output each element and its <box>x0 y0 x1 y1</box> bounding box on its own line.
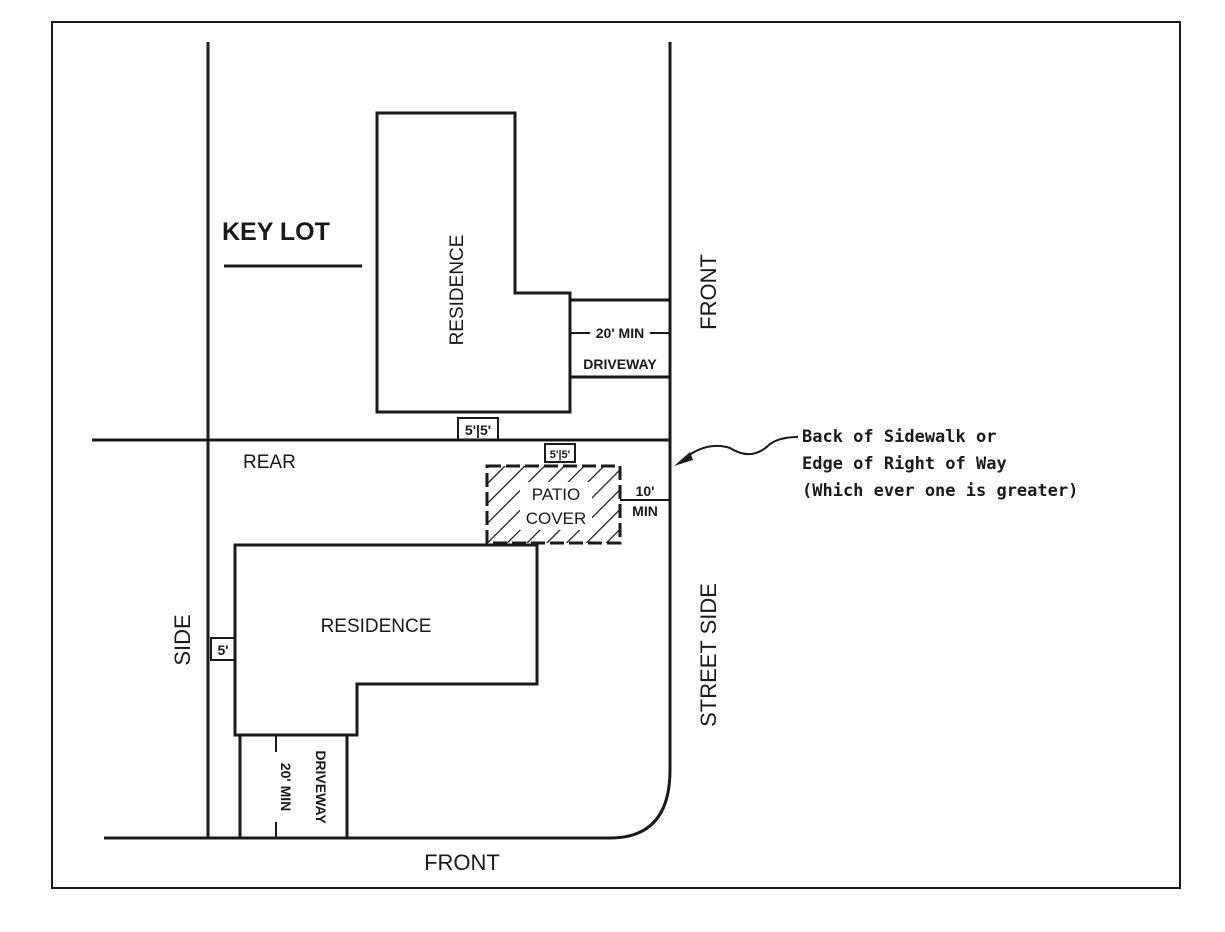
patio-setback-box <box>544 443 576 463</box>
key-lot-residence <box>375 111 572 414</box>
callout-line-1: Back of Sidewalk or <box>802 427 996 447</box>
rear-label: REAR <box>243 452 296 473</box>
street-side-label: STREET SIDE <box>696 583 721 727</box>
side-setback-box <box>210 637 236 661</box>
driveway-top-label: DRIVEWAY <box>583 356 657 372</box>
front-bottom-label: FRONT <box>424 850 500 875</box>
patio-setback-1: 10' <box>636 483 655 499</box>
patio-label-1: PATIO <box>532 485 581 504</box>
rear-setback-top: 5'|5' <box>465 422 491 438</box>
street-property-line <box>104 42 672 840</box>
side-label: SIDE <box>170 614 195 665</box>
corner-lot-residence <box>233 543 539 737</box>
patio-label-bg <box>520 482 592 530</box>
frame-border <box>51 21 1181 889</box>
residence-top-label: RESIDENCE <box>447 235 468 346</box>
callout-line-2: Edge of Right of Way <box>802 454 1007 474</box>
rear-setback-box <box>457 417 499 441</box>
callout-line-3: (Which ever one is greater) <box>802 481 1078 501</box>
rear-setback-patio: 5'|5' <box>550 449 571 461</box>
patio-label-2: COVER <box>526 509 586 528</box>
callout-leader <box>679 436 799 463</box>
arrowhead-icon <box>674 452 693 466</box>
driveway-bottom-label: DRIVEWAY <box>313 750 329 824</box>
front-right-label: FRONT <box>696 254 721 330</box>
patio-setback-2: MIN <box>632 503 658 519</box>
key-lot-title: KEY LOT <box>222 218 330 246</box>
residence-bottom-label: RESIDENCE <box>321 616 432 637</box>
driveway-top-min: 20' MIN <box>596 325 644 341</box>
driveway-bottom-min: 20' MIN <box>278 763 294 811</box>
side-setback-label: 5' <box>217 642 228 658</box>
